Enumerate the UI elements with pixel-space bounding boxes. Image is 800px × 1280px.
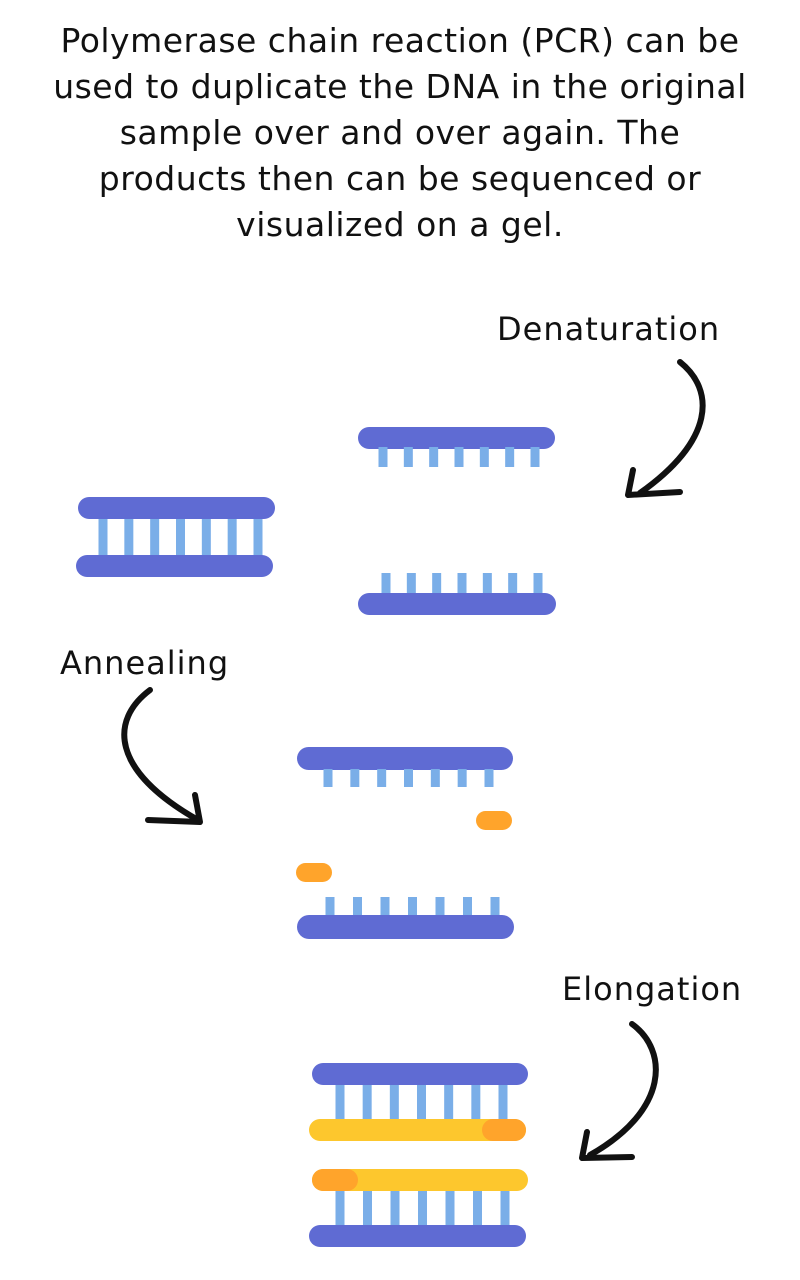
base-stub — [454, 447, 464, 467]
base-stub — [404, 769, 413, 787]
elongation-arrow-icon — [579, 1021, 659, 1161]
dna-strand — [297, 915, 514, 939]
base-stub — [463, 897, 472, 917]
base-pair — [150, 515, 160, 557]
base-pair — [498, 1081, 508, 1125]
base-pair — [471, 1081, 481, 1125]
intro-line: used to duplicate the DNA in the origina… — [53, 67, 747, 106]
base-pair — [418, 1187, 427, 1231]
primer — [482, 1119, 526, 1141]
base-stub — [505, 447, 515, 467]
base-pair — [227, 515, 237, 557]
annealing-arrow-icon — [121, 687, 203, 825]
base-stub — [457, 573, 467, 595]
base-pair — [362, 1081, 372, 1125]
intro-line: visualized on a gel. — [236, 205, 564, 244]
elongation-label: Elongation — [562, 970, 743, 1008]
annealing-label: Annealing — [60, 644, 230, 682]
intro-line: Polymerase chain reaction (PCR) can be — [60, 21, 740, 60]
primer — [296, 863, 332, 882]
dna-strand — [358, 427, 555, 449]
base-stub — [484, 769, 494, 787]
base-pair — [98, 515, 108, 557]
base-pair — [201, 515, 211, 557]
base-stub — [353, 897, 362, 917]
base-stub — [380, 897, 390, 917]
base-stub — [430, 769, 440, 787]
base-stub — [490, 897, 500, 917]
base-stub — [432, 573, 442, 595]
base-stub — [323, 769, 333, 787]
base-stub — [508, 573, 518, 595]
denaturation-arrow-icon — [625, 359, 706, 498]
dna-strand — [312, 1063, 528, 1085]
dna-strand — [78, 497, 275, 519]
base-stub — [457, 769, 467, 787]
base-stub — [479, 447, 489, 467]
base-pair — [445, 1187, 455, 1231]
dna-strand — [358, 593, 556, 615]
base-pair — [500, 1187, 510, 1231]
base-pair — [363, 1187, 372, 1231]
base-stub — [325, 897, 335, 917]
base-pair — [444, 1081, 454, 1125]
base-stub — [482, 573, 492, 595]
base-pair — [335, 1081, 345, 1125]
dna-strand — [76, 555, 273, 577]
intro-line: products then can be sequenced or — [98, 159, 702, 198]
base-pair — [389, 1081, 399, 1125]
base-stub — [350, 769, 360, 787]
base-pair — [176, 515, 185, 557]
base-stub — [530, 447, 540, 467]
base-stub — [377, 769, 387, 787]
dna-strand — [309, 1225, 526, 1247]
primer — [312, 1169, 358, 1191]
primer — [476, 811, 512, 830]
base-stub — [435, 897, 445, 917]
base-stub — [406, 573, 416, 595]
intro-text: Polymerase chain reaction (PCR) can be u… — [0, 18, 800, 248]
dna-strand — [297, 747, 513, 770]
base-stub — [429, 447, 439, 467]
base-pair — [335, 1187, 345, 1231]
base-pair — [417, 1081, 426, 1125]
base-stub — [408, 897, 417, 917]
base-pair — [124, 515, 134, 557]
new-strand — [309, 1119, 526, 1141]
base-stub — [403, 447, 413, 467]
base-stub — [378, 447, 388, 467]
denaturation-label: Denaturation — [497, 310, 721, 348]
intro-line: sample over and over again. The — [119, 113, 681, 152]
base-pair — [390, 1187, 400, 1231]
base-stub — [381, 573, 391, 595]
new-strand — [312, 1169, 528, 1191]
base-pair — [253, 515, 263, 557]
base-stub — [533, 573, 543, 595]
base-pair — [473, 1187, 482, 1231]
